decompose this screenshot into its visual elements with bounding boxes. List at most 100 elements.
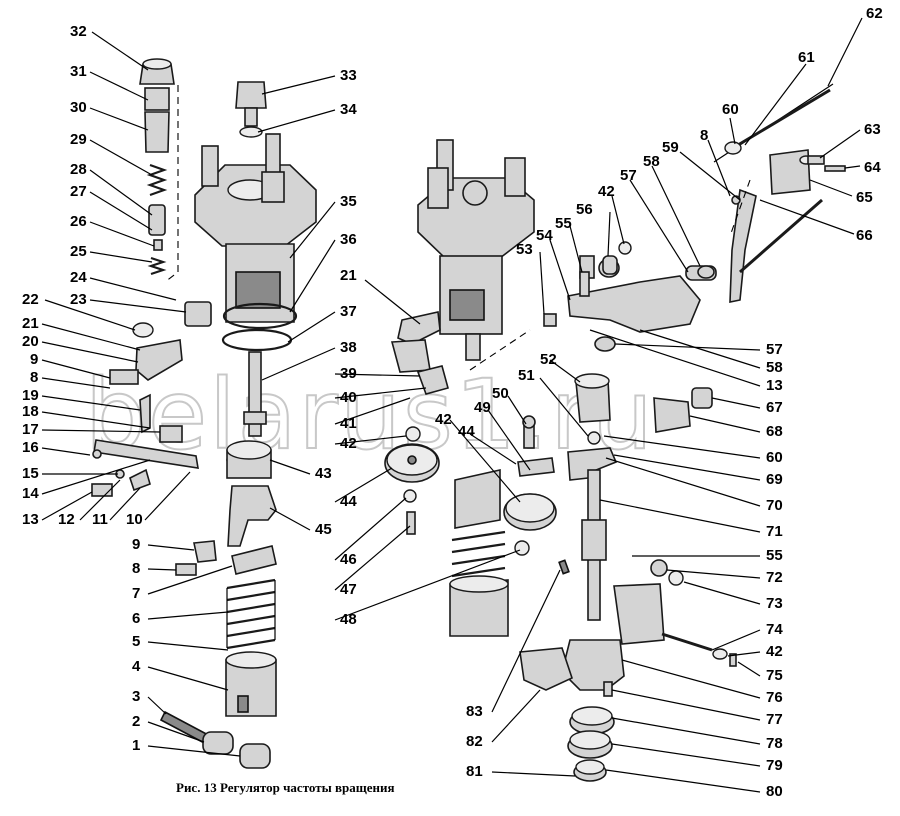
callout-23: 23	[70, 291, 87, 308]
callout-5: 5	[132, 633, 140, 650]
callout-56: 56	[576, 201, 593, 218]
callout-27: 27	[70, 183, 87, 200]
callout-15: 15	[22, 465, 39, 482]
callout-30: 30	[70, 99, 87, 116]
callout-57: 57	[620, 167, 637, 184]
callout-9b: 9	[132, 536, 140, 553]
left-governor-housing	[159, 81, 317, 769]
callout-57b: 57	[766, 341, 783, 358]
callout-21: 21	[22, 315, 39, 332]
callout-8: 8	[30, 369, 38, 386]
callout-4: 4	[132, 658, 141, 675]
callout-62: 62	[866, 5, 883, 22]
callout-77: 77	[766, 711, 783, 728]
callout-82: 82	[466, 733, 483, 750]
callout-38: 38	[340, 339, 357, 356]
callout-58b: 58	[766, 359, 783, 376]
callout-8b: 8	[132, 560, 140, 577]
callout-64: 64	[864, 159, 881, 176]
callout-74: 74	[766, 621, 783, 638]
callout-45: 45	[315, 521, 332, 538]
callout-19: 19	[22, 387, 39, 404]
callout-73: 73	[766, 595, 783, 612]
callout-43: 43	[315, 465, 332, 482]
callout-81: 81	[466, 763, 483, 780]
callout-66: 66	[856, 227, 873, 244]
callout-10: 10	[126, 511, 143, 528]
callout-21b: 21	[340, 267, 357, 284]
callout-36: 36	[340, 231, 357, 248]
callout-54: 54	[536, 227, 553, 244]
callout-29: 29	[70, 131, 87, 148]
callout-33: 33	[340, 67, 357, 84]
callout-65: 65	[856, 189, 873, 206]
callout-1: 1	[132, 737, 140, 754]
callout-60b: 60	[766, 449, 783, 466]
callout-48: 48	[340, 611, 357, 628]
callout-83: 83	[466, 703, 483, 720]
callout-71: 71	[766, 523, 783, 540]
callout-59: 59	[662, 139, 679, 156]
callout-75: 75	[766, 667, 783, 684]
callout-69: 69	[766, 471, 783, 488]
callout-42b: 42	[435, 411, 452, 428]
callout-3: 3	[132, 688, 140, 705]
callout-20: 20	[22, 333, 39, 350]
callout-42: 42	[340, 435, 357, 452]
callout-25: 25	[70, 243, 87, 260]
callout-7: 7	[132, 585, 140, 602]
callout-78: 78	[766, 735, 783, 752]
callout-16: 16	[22, 439, 39, 456]
callout-13: 13	[22, 511, 39, 528]
callout-8c: 8	[700, 127, 708, 144]
callout-61: 61	[798, 49, 815, 66]
callout-11: 11	[92, 511, 108, 528]
leader-lines	[41, 17, 863, 793]
callout-24: 24	[70, 269, 87, 286]
callout-55b: 55	[766, 547, 783, 564]
left-lever-assembly	[91, 301, 217, 576]
callout-44b: 44	[458, 423, 475, 440]
callout-68: 68	[766, 423, 783, 440]
callout-47: 47	[340, 581, 357, 598]
callout-42d: 42	[766, 643, 783, 660]
callout-labels: 32 31 30 29 28 27 26 25 24 23 22 21 20 9…	[22, 5, 883, 800]
callout-44: 44	[340, 493, 357, 510]
callout-34: 34	[340, 101, 357, 118]
callout-67: 67	[766, 399, 783, 416]
callout-53: 53	[516, 241, 533, 258]
callout-76: 76	[766, 689, 783, 706]
callout-39: 39	[340, 365, 357, 382]
callout-49: 49	[474, 399, 491, 416]
center-gear-train	[384, 311, 557, 637]
callout-79: 79	[766, 757, 783, 774]
callout-31: 31	[70, 63, 87, 80]
right-shaft-assembly	[519, 255, 737, 782]
callout-42c: 42	[598, 183, 615, 200]
callout-2: 2	[132, 713, 140, 730]
callout-40: 40	[340, 389, 357, 406]
callout-51: 51	[518, 367, 535, 384]
figure-caption: Рис. 13 Регулятор частоты вращения	[176, 780, 395, 795]
left-fitting-stack	[139, 58, 179, 283]
callout-12: 12	[58, 511, 75, 528]
right-lever-assembly	[543, 83, 846, 352]
callout-22: 22	[22, 291, 39, 308]
callout-28: 28	[70, 161, 87, 178]
callout-70: 70	[766, 497, 783, 514]
callout-35: 35	[340, 193, 357, 210]
callout-63: 63	[864, 121, 881, 138]
callout-14: 14	[22, 485, 39, 502]
callout-46: 46	[340, 551, 357, 568]
callout-58: 58	[643, 153, 660, 170]
callout-13b: 13	[766, 377, 783, 394]
callout-17: 17	[22, 421, 39, 438]
callout-41: 41	[340, 415, 357, 432]
callout-26: 26	[70, 213, 87, 230]
callout-80: 80	[766, 783, 783, 800]
callout-6: 6	[132, 610, 140, 627]
callout-52: 52	[540, 351, 557, 368]
callout-55: 55	[555, 215, 572, 232]
callout-9: 9	[30, 351, 38, 368]
